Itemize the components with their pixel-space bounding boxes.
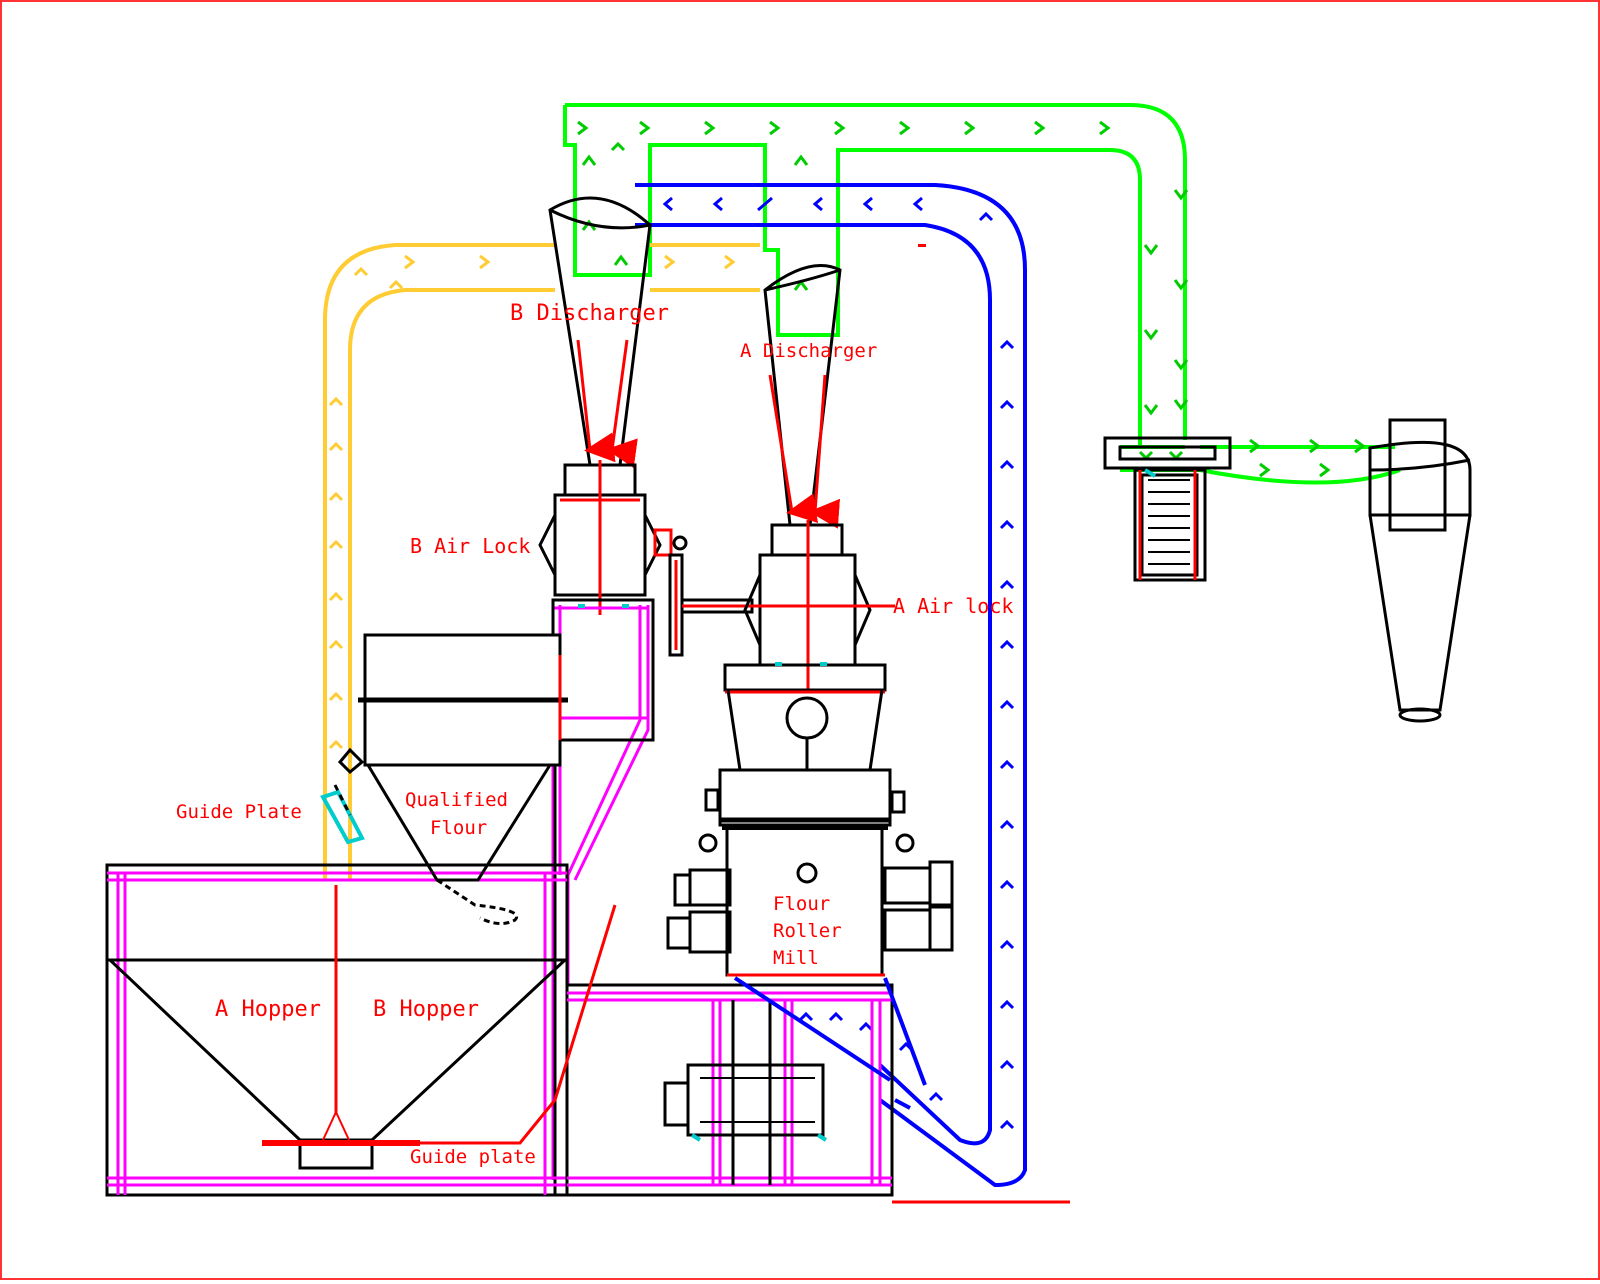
label-a-air-lock: A Air lock xyxy=(893,594,1013,618)
a-discharger-arrow-2 xyxy=(809,374,841,529)
label-qualified-flour-2: Flour xyxy=(430,817,487,839)
flour-roller-mill xyxy=(666,663,954,1110)
airlock-seals xyxy=(578,604,827,666)
blue-pipe-mark xyxy=(918,244,926,247)
label-flour-roller-mill-1: Flour xyxy=(773,893,830,915)
b-discharger-arrow-2 xyxy=(606,339,638,469)
green-pipe xyxy=(563,103,1401,485)
yellow-pipe xyxy=(323,243,760,880)
b-air-lock xyxy=(538,460,688,615)
guide-plate-upper xyxy=(320,784,365,845)
yellow-flow-arrows xyxy=(328,254,736,750)
green-flow-arrows xyxy=(577,120,1366,478)
b-discharger-arrow-1 xyxy=(576,339,616,463)
b-discharger xyxy=(548,196,652,467)
right-cyclone xyxy=(1103,418,1472,723)
hopper xyxy=(107,885,617,1170)
label-flour-roller-mill-3: Mill xyxy=(773,947,819,969)
blue-flow-arrows xyxy=(662,196,1015,1130)
label-guide-plate-lower: Guide plate xyxy=(410,1146,536,1168)
qualified-flour-bin xyxy=(337,633,568,925)
label-b-hopper: B Hopper xyxy=(373,997,479,1022)
blue-pipe xyxy=(635,183,1027,1188)
label-flour-roller-mill-2: Roller xyxy=(773,920,842,942)
label-b-discharger: B Discharger xyxy=(510,301,669,326)
support-frame xyxy=(105,598,1070,1204)
lower-motor xyxy=(663,1063,828,1142)
a-discharger-arrow-1 xyxy=(768,374,819,524)
label-qualified-flour-1: Qualified xyxy=(405,789,508,811)
a-discharger xyxy=(763,264,842,527)
label-b-air-lock: B Air Lock xyxy=(410,534,530,558)
label-guide-plate-upper: Guide Plate xyxy=(176,801,302,823)
drive-shaft xyxy=(668,553,754,657)
label-a-discharger: A Discharger xyxy=(740,340,877,362)
label-a-hopper: A Hopper xyxy=(215,997,321,1022)
